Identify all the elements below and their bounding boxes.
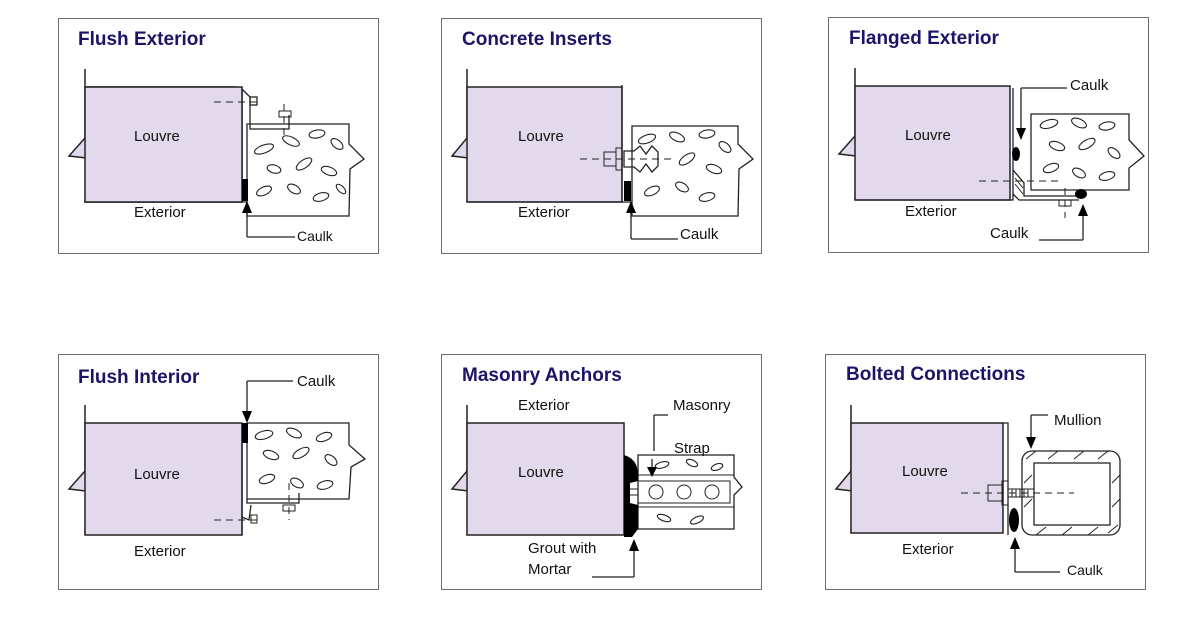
panel-concrete-inserts: Concrete Inserts Louvre Exterior Caulk	[441, 18, 762, 254]
louvre-label: Louvre	[518, 464, 564, 481]
panel-masonry-anchors: Masonry Anchors Exterior Louvre Masonry …	[441, 354, 762, 590]
masonry-anchors-diagram	[450, 405, 743, 578]
concrete-inserts-diagram	[450, 69, 755, 240]
panel-title: Flanged Exterior	[849, 28, 999, 49]
panel-title: Concrete Inserts	[462, 29, 612, 50]
exterior-label: Exterior	[905, 203, 957, 220]
panel-flanged-exterior: Flanged Exterior Louvre Exterior Caulk C…	[828, 17, 1149, 253]
panel-title: Bolted Connections	[846, 364, 1026, 385]
caulk-label-bottom: Caulk	[990, 225, 1029, 242]
caulk-bead	[242, 179, 248, 201]
grout-label-line2: Mortar	[528, 561, 572, 578]
caulk-label: Caulk	[297, 228, 333, 244]
louvre-label: Louvre	[905, 127, 951, 144]
panel-bolted-connections: Bolted Connections Louvre Exterior Mulli…	[825, 354, 1146, 590]
panel-title: Masonry Anchors	[462, 365, 622, 386]
panel-title: Flush Interior	[78, 367, 200, 388]
flush-exterior-diagram	[67, 69, 366, 238]
panel-title: Flush Exterior	[78, 29, 206, 50]
exterior-label: Exterior	[134, 543, 186, 560]
exterior-label: Exterior	[134, 204, 186, 221]
exterior-label: Exterior	[902, 541, 954, 558]
louvre-label: Louvre	[518, 128, 564, 145]
flanged-exterior-diagram	[837, 68, 1145, 241]
caulk-label: Caulk	[1067, 562, 1103, 578]
panel-flush-interior: Flush Interior Louvre Exterior Caulk	[58, 354, 379, 590]
panel-flush-exterior: Flush Exterior Louvre Exterior Caulk	[58, 18, 379, 254]
flush-interior-diagram	[67, 380, 367, 536]
masonry-label: Masonry	[673, 397, 731, 414]
louvre-label: Louvre	[134, 466, 180, 483]
exterior-label: Exterior	[518, 204, 570, 221]
exterior-label: Exterior	[518, 397, 570, 414]
caulk-label: Caulk	[297, 373, 336, 390]
louvre-label: Louvre	[134, 128, 180, 145]
mullion-label: Mullion	[1054, 412, 1102, 429]
grout-label-line1: Grout with	[528, 540, 597, 557]
caulk-label-top: Caulk	[1070, 77, 1109, 94]
caulk-label: Caulk	[680, 226, 719, 243]
bolted-connections-diagram	[834, 405, 1121, 573]
strap-label: Strap	[674, 440, 710, 457]
louvre-label: Louvre	[902, 463, 948, 480]
concrete-wall	[246, 123, 366, 217]
